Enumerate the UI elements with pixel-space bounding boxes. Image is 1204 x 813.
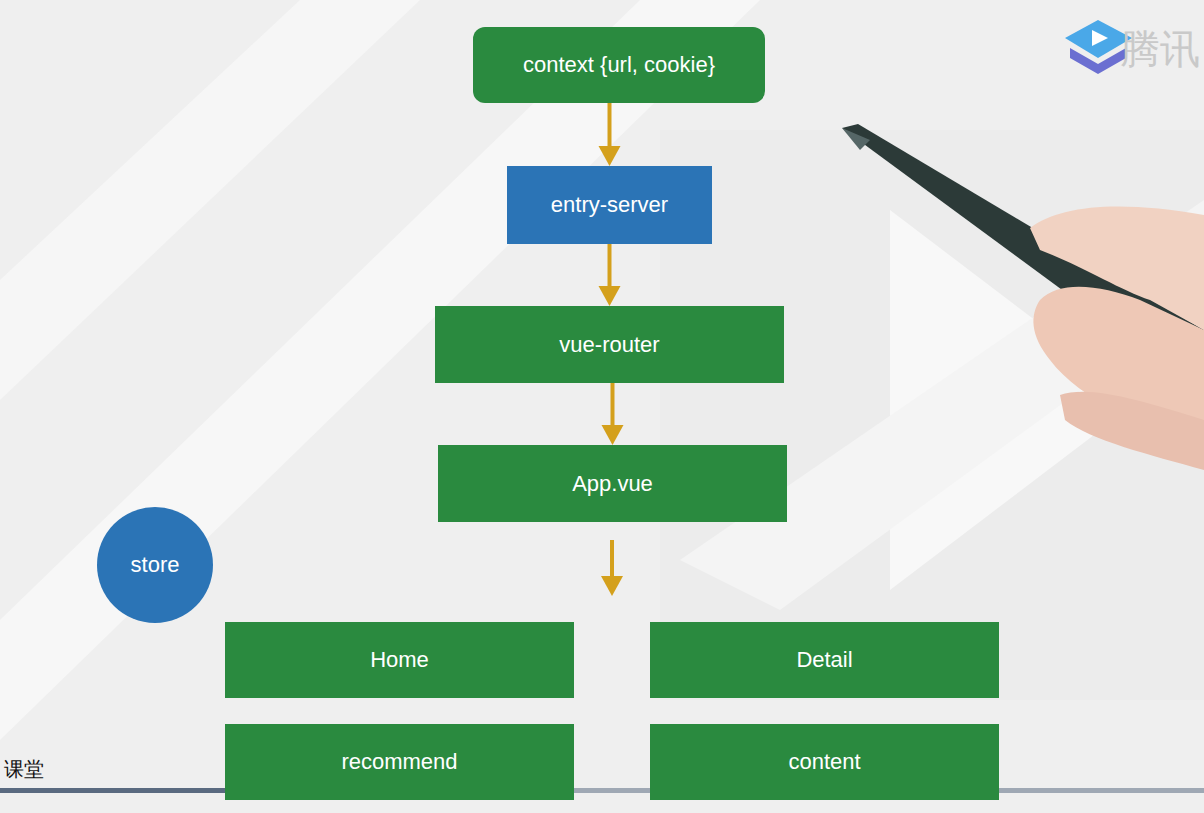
progress-track [0,788,1204,793]
arrow-head [599,286,621,306]
flow-arrow [601,540,623,596]
store-circle: store [96,506,214,624]
node-label: recommend [341,749,457,775]
process-box: entry-server [507,166,712,244]
background-band [680,200,1204,610]
process-box: App.vue [438,445,787,522]
flow-arrow [602,383,624,445]
arrow-head [602,425,624,445]
node-label: content [788,749,860,775]
node-label: entry-server [551,192,668,218]
flow-arrow [599,103,621,166]
node-label: context {url, cookie} [523,52,715,78]
background-panel [660,130,1204,700]
node-label: Home [370,647,429,673]
component-box: content [650,724,999,800]
watermark-text: 腾讯 [1120,22,1200,77]
component-box: recommend [225,724,574,800]
flow-arrow [599,244,621,306]
node-label: Detail [796,647,852,673]
arrow-line [608,103,612,148]
hand-with-pen [842,124,1204,470]
process-box: vue-router [435,306,784,383]
context-box: context {url, cookie} [473,27,765,103]
arrow-head [599,146,621,166]
node-label: vue-router [559,332,659,358]
watermark-text: 课堂 [4,756,44,783]
node-label: App.vue [572,471,653,497]
page-box: Detail [650,622,999,698]
arrow-line [608,244,612,288]
node-label: store [131,552,180,578]
page-box: Home [225,622,574,698]
arrow-line [611,383,615,427]
